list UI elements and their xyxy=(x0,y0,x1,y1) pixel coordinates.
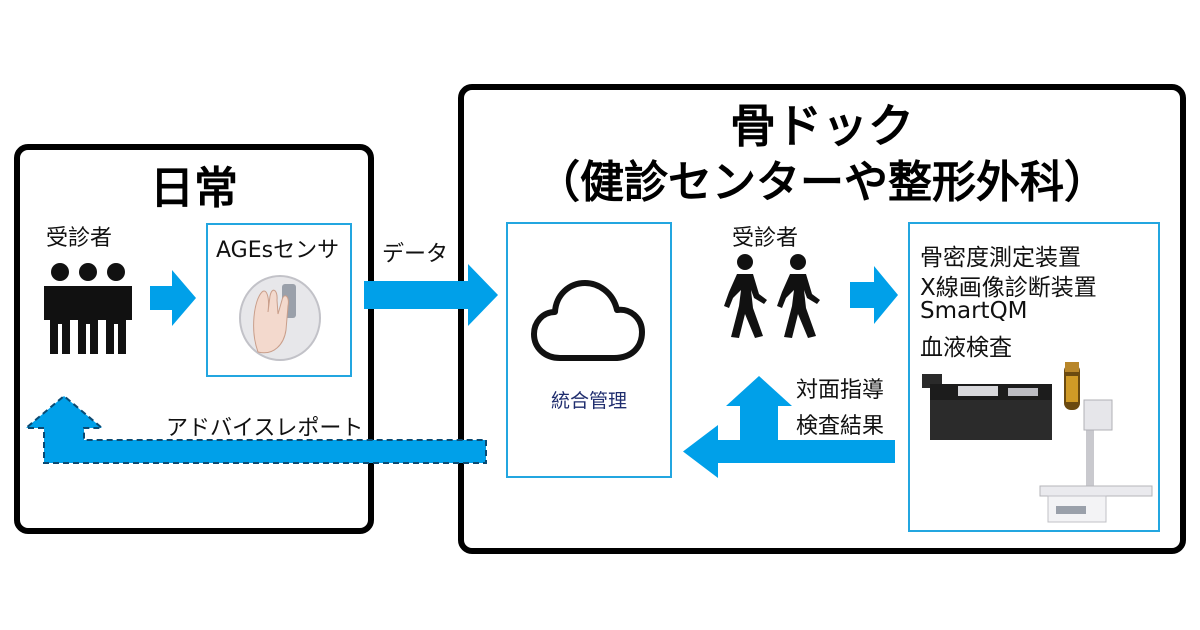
bone-dock-subtitle: （健診センターや整形外科） xyxy=(536,157,1108,208)
ages-sensor-device-image xyxy=(239,275,321,361)
equipment-item-xray: X線画像診断装置 xyxy=(920,275,1097,301)
data-arrow xyxy=(364,264,498,326)
advice-report-arrow xyxy=(23,394,487,464)
bone-dock-title: 骨ドック xyxy=(730,99,914,153)
ages-sensor-label: AGEsセンサ xyxy=(216,238,340,263)
people-to-sensor-arrow xyxy=(150,270,196,326)
walking-examinees-icon xyxy=(724,254,820,338)
equipment-item-blood-test: 血液検査 xyxy=(920,335,1012,361)
examinees-group-icon xyxy=(44,263,132,354)
walkers-to-equipment-arrow xyxy=(850,266,898,324)
equipment-item-smartqm: SmartQM xyxy=(920,298,1028,324)
medical-equipment-image xyxy=(922,362,1153,523)
data-label: データ xyxy=(382,242,449,267)
integrated-management-label: 統合管理 xyxy=(550,390,627,412)
examinee-label-left: 受診者 xyxy=(46,226,113,251)
cloud-icon xyxy=(531,280,645,361)
equipment-item-bone-density: 骨密度測定装置 xyxy=(920,245,1081,271)
advice-report-label: アドバイスレポート xyxy=(166,416,364,441)
feedback-arrow xyxy=(683,376,895,478)
face-to-face-guidance-label: 対面指導 xyxy=(796,378,885,403)
test-results-label: 検査結果 xyxy=(796,414,885,439)
integrated-management-box xyxy=(506,222,672,478)
examinee-label-right: 受診者 xyxy=(732,226,799,251)
daily-title: 日常 xyxy=(150,163,238,214)
equipment-box xyxy=(908,222,1160,532)
